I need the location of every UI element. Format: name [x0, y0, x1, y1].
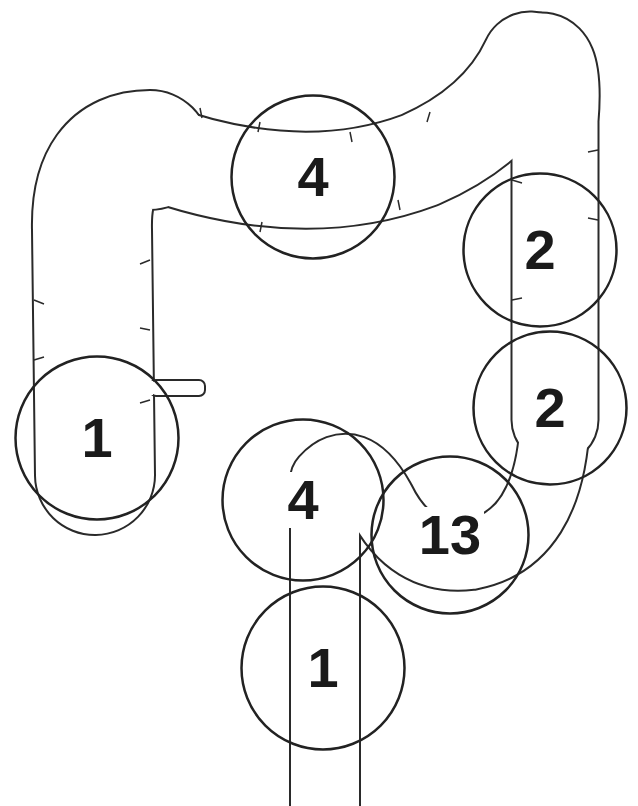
circle-outline — [464, 174, 617, 327]
haustra — [200, 108, 430, 232]
circle-outline — [372, 457, 529, 614]
region-circle: 1 — [240, 585, 406, 751]
count-number: 4 — [294, 149, 331, 205]
count-number: 2 — [531, 380, 568, 436]
count-number: 1 — [304, 640, 341, 696]
region-circle: 4 — [221, 418, 385, 582]
region-circle: 2 — [462, 172, 618, 328]
circle-outline — [242, 587, 405, 750]
colon-lumen — [92, 56, 556, 806]
count-number: 2 — [521, 222, 558, 278]
circle-outline — [16, 357, 179, 520]
region-circle: 1 — [14, 355, 180, 521]
appendix-join — [149, 381, 153, 395]
haustra — [34, 260, 150, 403]
count-number: 4 — [284, 472, 321, 528]
haustra — [512, 150, 598, 300]
region-circle: 13 — [370, 455, 530, 615]
count-number: 1 — [78, 410, 115, 466]
colon-wall — [92, 56, 556, 806]
transverse-colon — [150, 60, 530, 180]
circle-outline — [232, 96, 395, 259]
circle-outline — [223, 420, 384, 581]
circle-outline — [474, 332, 627, 485]
region-circle: 4 — [230, 94, 396, 260]
count-number: 13 — [416, 507, 484, 563]
transverse-lumen — [150, 60, 530, 180]
region-circle: 2 — [472, 330, 628, 486]
